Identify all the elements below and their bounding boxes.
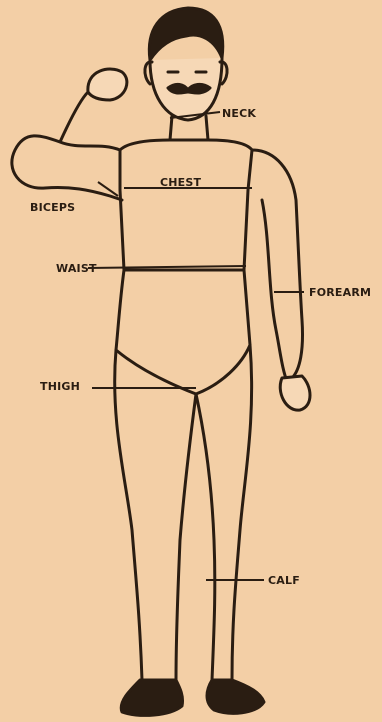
neck-label: NECK xyxy=(222,107,256,120)
raised-arm xyxy=(12,92,122,200)
waist-label: WAIST xyxy=(56,262,97,275)
shorts xyxy=(116,270,250,394)
vest xyxy=(120,140,252,270)
hanging-fist xyxy=(280,376,310,410)
raised-fist xyxy=(88,69,127,100)
right-shoe xyxy=(207,680,264,713)
chest-label: CHEST xyxy=(160,176,201,189)
calf-label: CALF xyxy=(268,574,300,587)
thigh-label: THIGH xyxy=(40,380,80,393)
biceps-label: BICEPS xyxy=(30,201,75,214)
forearm-label: FOREARM xyxy=(309,286,371,299)
right-leg xyxy=(196,345,252,680)
left-shoe xyxy=(121,680,182,715)
hair xyxy=(149,8,222,60)
hanging-arm xyxy=(252,150,303,384)
left-leg xyxy=(115,350,196,680)
